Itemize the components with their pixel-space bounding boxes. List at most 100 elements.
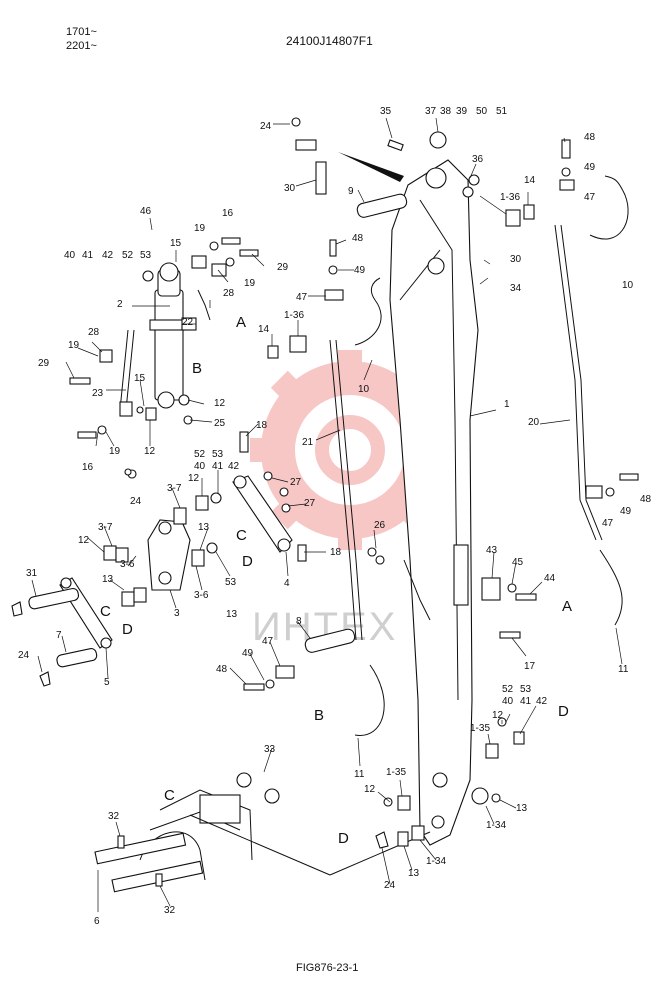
callout-47: 47 (296, 292, 308, 303)
callout-2: 2 (117, 299, 123, 310)
callout-39: 39 (456, 106, 468, 117)
callout-51: 51 (496, 106, 508, 117)
callout-1-35: 1-35 (386, 767, 406, 778)
callout-40: 40 (194, 461, 206, 472)
pipes-and-hoses (119, 175, 629, 876)
serial-range-bottom: 2201~ (66, 40, 97, 52)
part-number: 24100J14807F1 (286, 34, 373, 48)
callout-32: 32 (164, 905, 176, 916)
callout-13: 13 (226, 609, 238, 620)
callout-16: 16 (82, 462, 94, 473)
serial-range-top: 1701~ (66, 26, 97, 38)
arm-cylinder-part (149, 262, 187, 409)
callout-24: 24 (384, 880, 396, 891)
ref-letter-d: D (558, 703, 569, 720)
callout-28: 28 (88, 327, 100, 338)
callout-50: 50 (476, 106, 488, 117)
callout-41: 41 (212, 461, 224, 472)
callout-12: 12 (188, 473, 200, 484)
callout-12: 12 (214, 398, 226, 409)
small-hardware (11, 117, 639, 887)
ref-letter-a: A (236, 314, 246, 331)
callout-53: 53 (212, 449, 224, 460)
callout-12: 12 (78, 535, 90, 546)
callout-15: 15 (170, 238, 182, 249)
callout-18: 18 (330, 547, 342, 558)
callout-28: 28 (223, 288, 235, 299)
callout-30: 30 (284, 183, 296, 194)
ref-letter-c: C (100, 603, 111, 620)
callout-48: 48 (584, 132, 596, 143)
direction-arrow-icon (338, 152, 404, 182)
callout-30: 30 (510, 254, 522, 265)
callout-32: 32 (108, 811, 120, 822)
callout-46: 46 (140, 206, 152, 217)
callout-52: 52 (502, 684, 514, 695)
callout-3-7: 3-7 (167, 483, 182, 494)
callout-34: 34 (510, 283, 522, 294)
callout-1: 1 (504, 399, 510, 410)
callout-23: 23 (92, 388, 104, 399)
callout-29: 29 (38, 358, 50, 369)
callout-12: 12 (144, 446, 156, 457)
callout-42: 42 (536, 696, 548, 707)
ref-letter-b: B (314, 707, 324, 724)
callout-13: 13 (102, 574, 114, 585)
boom-part (389, 159, 479, 846)
callout-37: 37 (425, 106, 437, 117)
ref-letter-b: B (192, 360, 202, 377)
callout-1-36: 1-36 (500, 192, 520, 203)
callout-40: 40 (502, 696, 514, 707)
callout-1-35: 1-35 (470, 723, 490, 734)
callout-53: 53 (520, 684, 532, 695)
callout-49: 49 (354, 265, 366, 276)
callout-53: 53 (225, 577, 237, 588)
ref-letter-d: D (338, 830, 349, 847)
callout-53: 53 (140, 250, 152, 261)
callout-12: 12 (492, 710, 504, 721)
callout-25: 25 (214, 418, 226, 429)
callout-42: 42 (102, 250, 114, 261)
callout-22: 22 (182, 317, 194, 328)
callout-14: 14 (258, 324, 270, 335)
callout-47: 47 (602, 518, 614, 529)
ref-letter-a: A (562, 598, 572, 615)
callout-20: 20 (528, 417, 540, 428)
callout-1-34: 1-34 (486, 820, 506, 831)
callout-13: 13 (516, 803, 528, 814)
callout-3-7: 3-7 (98, 522, 113, 533)
callout-7: 7 (56, 630, 62, 641)
callout-13: 13 (198, 522, 210, 533)
callout-33: 33 (264, 744, 276, 755)
callout-19: 19 (194, 223, 206, 234)
callout-43: 43 (486, 545, 498, 556)
callout-49: 49 (584, 162, 596, 173)
figure-id: FIG876-23-1 (296, 962, 359, 974)
callout-10: 10 (358, 384, 370, 395)
callout-13: 13 (408, 868, 420, 879)
callout-5: 5 (104, 677, 110, 688)
callout-24: 24 (18, 650, 30, 661)
leader-lines (31, 117, 623, 912)
callout-11: 11 (618, 664, 629, 675)
callout-15: 15 (134, 373, 146, 384)
callout-27: 27 (304, 498, 316, 509)
callout-9: 9 (348, 186, 354, 197)
callout-48: 48 (352, 233, 364, 244)
callout-47: 47 (262, 636, 274, 647)
callout-38: 38 (440, 106, 452, 117)
callout-49: 49 (242, 648, 254, 659)
callout-21: 21 (302, 437, 314, 448)
callout-19: 19 (109, 446, 121, 457)
callout-6: 6 (94, 916, 100, 927)
callout-24: 24 (130, 496, 142, 507)
callout-3-6: 3-6 (194, 590, 209, 601)
callout-10: 10 (622, 280, 634, 291)
pins (28, 193, 408, 668)
callout-14: 14 (524, 175, 536, 186)
callout-27: 27 (290, 477, 302, 488)
callout-12: 12 (364, 784, 376, 795)
